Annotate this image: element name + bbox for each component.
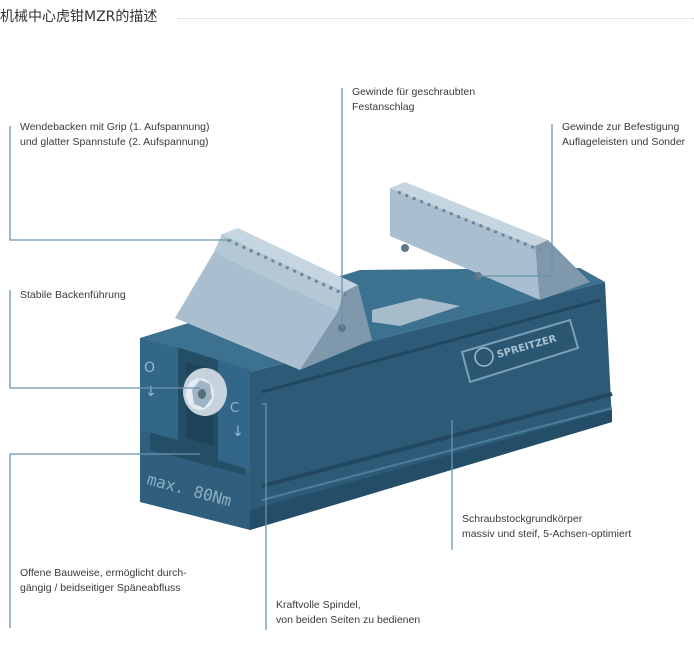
engraving-close: C: [230, 401, 239, 416]
leader-backenfuehrung: [9, 290, 200, 389]
spindle-hole: [198, 389, 206, 399]
arrow-down-icon: ↓: [232, 424, 244, 440]
label-gewinde-festanschlag-line2: Festanschlag: [352, 101, 415, 113]
vise-body-bottom-shade: [250, 410, 612, 530]
label-spindel-line1: Kraftvolle Spindel,: [276, 599, 361, 611]
leader-befestigung: [478, 124, 553, 277]
vise-groove-lower: [261, 392, 613, 488]
page-title: 机械中心虎钳MZR的描述: [0, 9, 158, 25]
label-bauweise: Offene Bauweise, ermöglicht durch- gängi…: [20, 566, 187, 596]
label-gewinde-befestigung-line1: Gewinde zur Befestigung: [562, 121, 680, 133]
label-backenfuehrung-line1: Stabile Backenführung: [20, 289, 126, 301]
title-divider: [178, 18, 694, 19]
front-jaw-top: [222, 228, 358, 292]
rear-jaw-front: [390, 188, 540, 300]
label-spindel-line2: von beiden Seiten zu bedienen: [276, 614, 421, 626]
vise-groove-bottom: [261, 407, 613, 501]
jaw-guide-slot: [372, 298, 460, 326]
brand-logo: [474, 347, 494, 367]
front-jaw-serration: [227, 238, 349, 298]
label-grundkoerper-line2: massiv und steif, 5-Achsen-optimiert: [462, 528, 632, 540]
front-jaw-side: [300, 285, 372, 370]
label-gewinde-befestigung-line2: Auflageleisten und Sonder: [562, 136, 686, 148]
label-spindel: Kraftvolle Spindel, von beiden Seiten zu…: [276, 598, 420, 628]
rear-jaw-thread-1: [401, 244, 409, 252]
brand-plate: [460, 318, 580, 384]
vise-groove-upper: [261, 298, 601, 394]
rear-jaw-side: [535, 240, 590, 300]
rear-jaw-serration: [397, 190, 541, 252]
label-backenfuehrung: Stabile Backenführung: [20, 288, 126, 303]
label-wendebacken: Wendebacken mit Grip (1. Aufspannung) un…: [20, 120, 210, 150]
label-wendebacken-line2: und glatter Spannstufe (2. Aufspannung): [20, 136, 209, 148]
leader-spindel: [262, 403, 267, 630]
rear-jaw-top: [390, 182, 548, 246]
label-bauweise-line1: Offene Bauweise, ermöglicht durch-: [20, 567, 187, 579]
label-grundkoerper: Schraubstockgrundkörper massiv und steif…: [462, 512, 631, 542]
label-bauweise-line2: gängig / beidseitiger Späneabfluss: [20, 582, 181, 594]
front-pillar-left: [140, 338, 178, 440]
front-jaw-upper-face: [214, 234, 344, 312]
label-wendebacken-line1: Wendebacken mit Grip (1. Aufspannung): [20, 121, 210, 133]
leader-bauweise: [9, 453, 200, 628]
label-gewinde-festanschlag-line1: Gewinde für geschraubten: [352, 86, 476, 98]
label-gewinde-festanschlag: Gewinde für geschraubten Festanschlag: [352, 85, 475, 115]
engraving-open: O: [144, 360, 155, 376]
arrow-down-icon: ↓: [145, 384, 157, 400]
front-jaw-slope: [175, 252, 338, 370]
leader-wendebacken: [9, 126, 232, 241]
label-grundkoerper-line1: Schraubstockgrundkörper: [462, 513, 583, 525]
label-gewinde-befestigung: Gewinde zur Befestigung Auflageleisten u…: [562, 120, 685, 150]
